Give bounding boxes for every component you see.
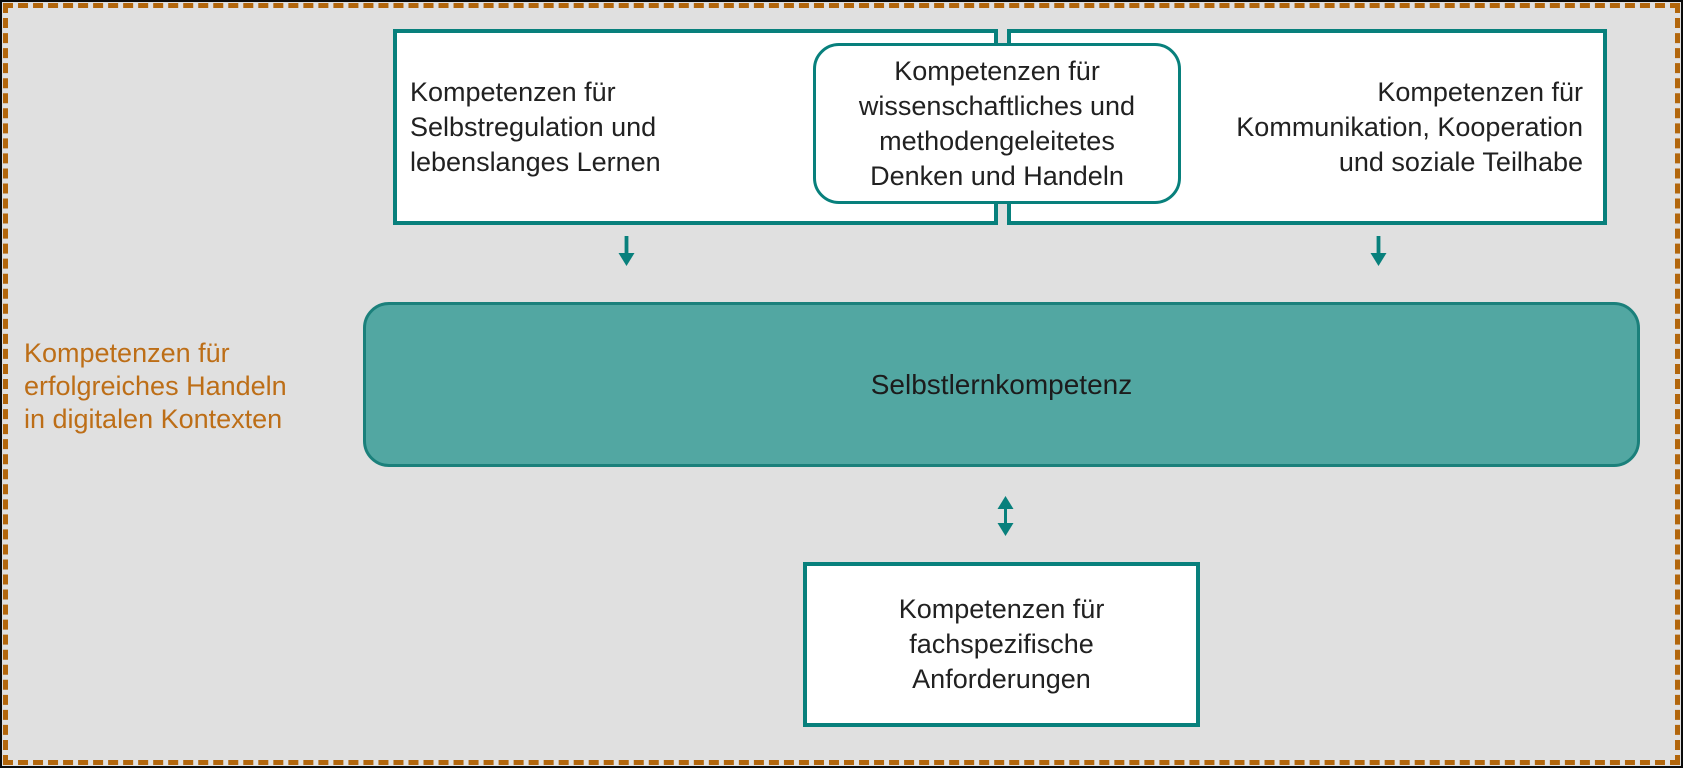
frame-label-digital-contexts: Kompetenzen für erfolgreiches Handeln in…	[24, 338, 287, 434]
bar-self-learning-competence: Selbstlernkompetenz	[363, 302, 1640, 467]
down-arrow-left-icon	[618, 236, 635, 266]
box-subject-specific: Kompetenzen für fachspezifische Anforder…	[803, 562, 1200, 727]
box-scientific-method: Kompetenzen für wissenschaftliches und m…	[813, 43, 1181, 204]
double-arrow-icon	[997, 496, 1014, 536]
bar-self-learning-label: Selbstlernkompetenz	[870, 368, 1133, 400]
down-arrow-right-icon	[1370, 236, 1387, 266]
